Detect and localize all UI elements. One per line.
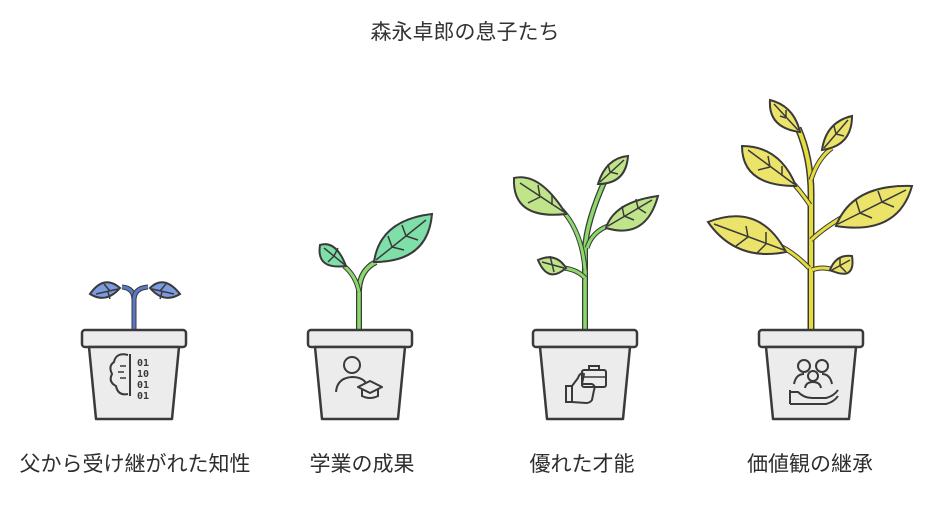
binary-brain-icon: 01 10 01 01	[109, 353, 149, 402]
svg-text:10: 10	[137, 369, 149, 380]
stage-2-plant	[306, 212, 434, 421]
stage-3-label: 優れた才能	[529, 452, 635, 476]
svg-text:01: 01	[137, 380, 149, 391]
stage-1-plant: 01 10 01 01	[80, 281, 188, 421]
stage-4-label: 価値観の継承	[747, 452, 873, 476]
stage-1-label: 父から受け継がれた知性	[19, 452, 251, 476]
stage-3-plant	[512, 154, 660, 421]
graduate-icon	[335, 356, 383, 399]
stage-4-plant	[706, 98, 914, 421]
svg-text:01: 01	[137, 358, 149, 369]
svg-text:01: 01	[137, 391, 149, 402]
stage-2-label: 学業の成果	[309, 452, 415, 476]
family-care-icon	[789, 359, 839, 405]
diagram-title: 森永卓郎の息子たち	[370, 20, 560, 44]
thumbs-up-briefcase-icon	[565, 365, 607, 404]
